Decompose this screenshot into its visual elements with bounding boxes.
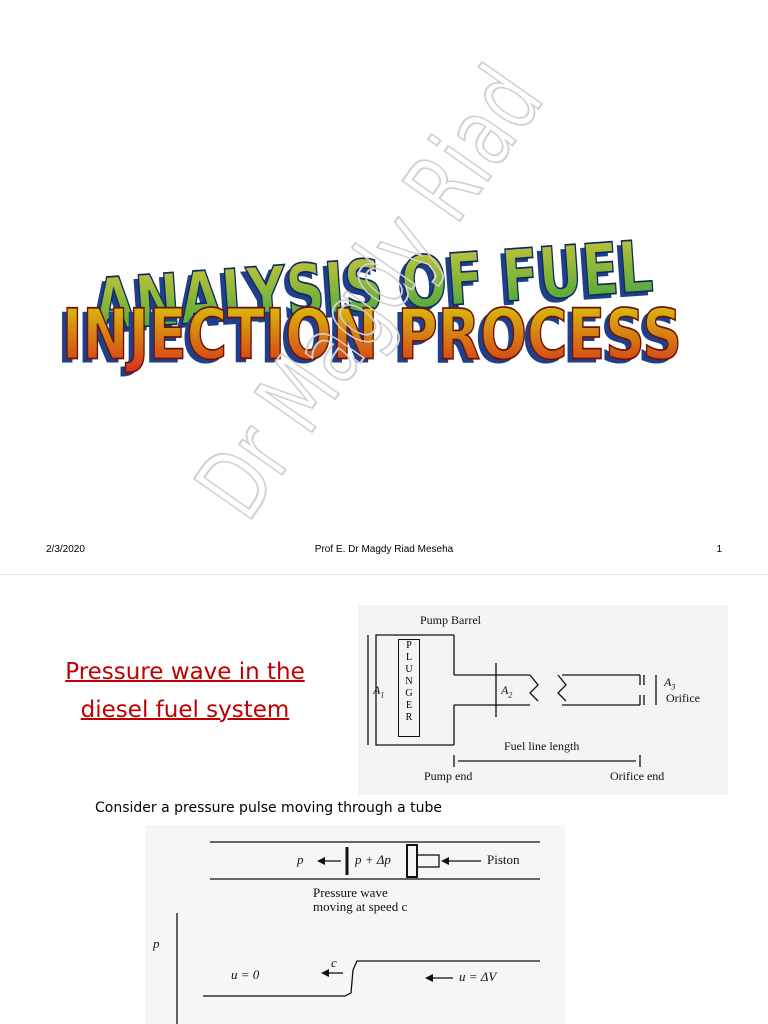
axis-p-label: p bbox=[153, 936, 160, 951]
pressure-pulse-diagram: p p + Δp Piston Pressure wave moving at … bbox=[145, 825, 565, 1024]
slide-divider bbox=[0, 574, 768, 575]
pressure-pulse-lines bbox=[176, 841, 540, 1024]
a1-label: A1 bbox=[373, 683, 385, 700]
slide-title-line2: diesel fuel system bbox=[80, 697, 290, 723]
wave-description: Pressure wave moving at speed c bbox=[313, 886, 407, 914]
plunger-letter: N bbox=[405, 676, 413, 687]
u-delta-v-label: u = ΔV bbox=[459, 969, 497, 984]
plunger-letter: L bbox=[405, 652, 413, 663]
plunger-letter: U bbox=[405, 664, 413, 675]
plunger: P L U N G E R bbox=[398, 639, 420, 737]
title-line2: INJECTION PROCESS bbox=[62, 294, 682, 375]
plunger-letter: E bbox=[405, 700, 413, 711]
wave-line1: Pressure wave bbox=[313, 885, 388, 900]
u-zero-label: u = 0 bbox=[231, 967, 260, 982]
p-left-label: p bbox=[297, 852, 304, 867]
watermark: Dr Magdy Riad bbox=[173, 46, 565, 538]
wave-line2: moving at speed c bbox=[313, 899, 408, 914]
plunger-letter: R bbox=[405, 712, 413, 723]
orifice-end-label: Orifice end bbox=[610, 769, 665, 783]
piston-label: Piston bbox=[487, 852, 520, 867]
body-caption: Consider a pressure pulse moving through… bbox=[95, 800, 442, 816]
title-slide: ANALYSIS OF FUEL ANALYSIS OF FUEL INJECT… bbox=[46, 46, 722, 555]
plunger-letter: P bbox=[406, 640, 412, 651]
pump-barrel-label: Pump Barrel bbox=[420, 613, 481, 627]
plunger-letter: G bbox=[405, 688, 413, 699]
orifice-label: Orifice bbox=[666, 691, 700, 705]
fuel-system-lines bbox=[367, 634, 657, 767]
fuel-system-diagram: Pump Barrel P L U N G E R A1 A2 A3 Orifi… bbox=[358, 605, 728, 795]
footer-page-number: 1 bbox=[716, 544, 722, 555]
fuel-line-length-label: Fuel line length bbox=[504, 739, 580, 753]
watermark-text: Dr Magdy Riad bbox=[174, 47, 564, 537]
content-slide: Pressure wave in the diesel fuel system bbox=[0, 575, 768, 1024]
p-right-label: p + Δp bbox=[355, 852, 391, 867]
c-label: c bbox=[331, 955, 337, 970]
footer-author: Prof E. Dr Magdy Riad Meseha bbox=[314, 544, 454, 555]
slide-title: Pressure wave in the diesel fuel system bbox=[30, 653, 340, 729]
title-line2-shadow: INJECTION PROCESS bbox=[57, 298, 677, 379]
a2-label: A2 bbox=[501, 683, 513, 700]
pump-end-label: Pump end bbox=[424, 769, 473, 783]
title-graphic: ANALYSIS OF FUEL ANALYSIS OF FUEL INJECT… bbox=[57, 224, 683, 379]
slide-title-line1: Pressure wave in the bbox=[65, 659, 305, 685]
footer-date: 2/3/2020 bbox=[46, 544, 85, 555]
a3-label: A3 bbox=[664, 675, 676, 692]
